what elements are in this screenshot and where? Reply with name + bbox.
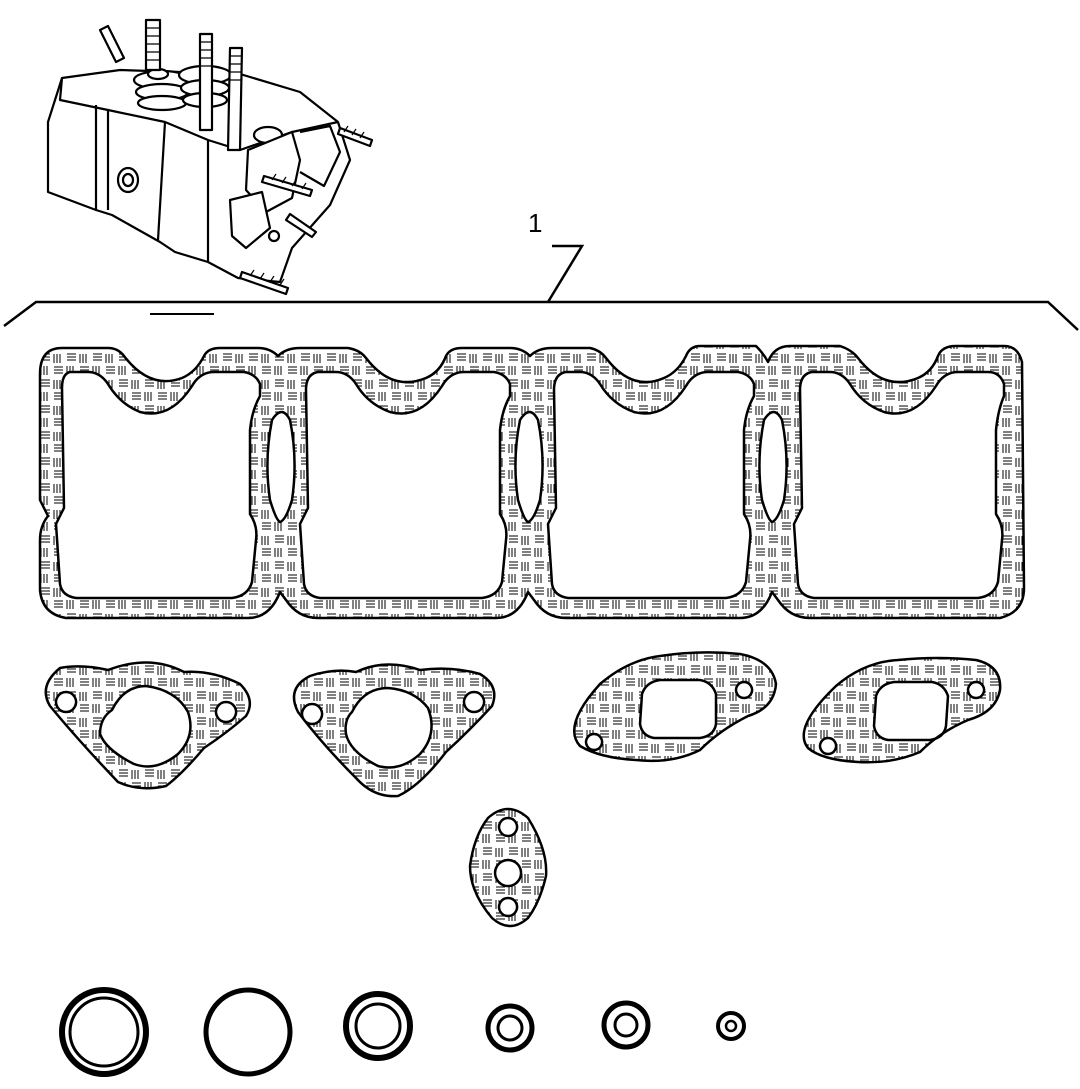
small-flange-gasket — [468, 807, 548, 928]
seal-ring — [354, 1002, 402, 1050]
seal-ring — [601, 1000, 651, 1050]
seal-ring — [59, 987, 149, 1077]
cylinder-head-illustration — [46, 18, 374, 296]
manifold-gasket — [44, 651, 1002, 798]
seal-ring — [203, 987, 293, 1077]
seal-rings — [59, 987, 746, 1077]
seal-ring — [613, 1012, 639, 1038]
seal-ring — [724, 1019, 738, 1033]
valve-cover-gasket — [38, 344, 1026, 620]
seal-ring — [716, 1011, 746, 1041]
seal-ring — [485, 1003, 535, 1053]
callout-bracket — [3, 244, 1079, 331]
seal-ring — [68, 996, 140, 1068]
callout-number: 1 — [528, 208, 543, 238]
seal-ring — [343, 991, 413, 1061]
seal-ring — [496, 1014, 524, 1042]
